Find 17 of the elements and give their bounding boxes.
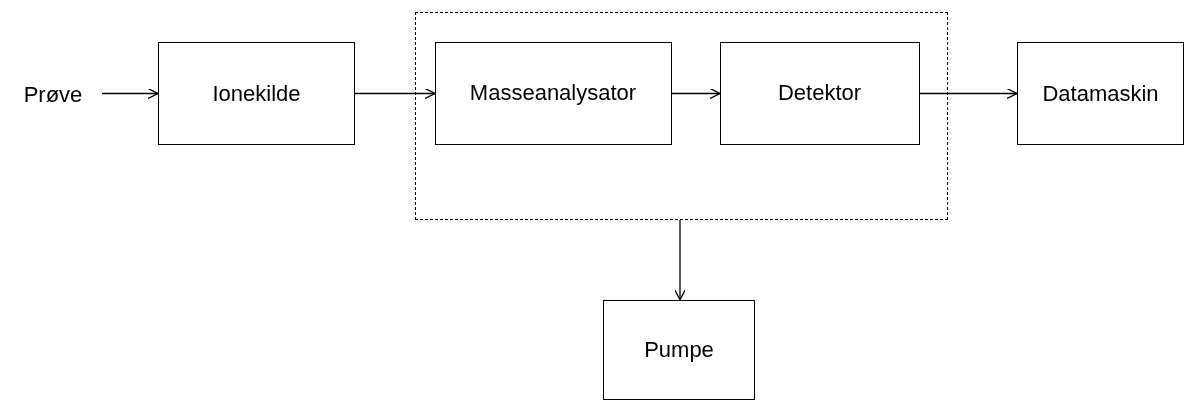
process-box: [603, 300, 755, 400]
arrow: [674, 219, 686, 301]
arrow: [919, 87, 1018, 100]
box-label: Ionekilde: [212, 80, 301, 107]
process-box: [1017, 42, 1184, 145]
arrow: [354, 87, 436, 100]
process-box: [158, 42, 355, 145]
process-box: [719, 41, 920, 145]
box-label: Masseanalysator: [469, 80, 637, 106]
arrow: [101, 87, 159, 100]
box-label: Datamaskin: [1042, 80, 1159, 107]
process-box: [434, 41, 672, 145]
dashed-group-box: [415, 12, 948, 220]
input-label: Prøve: [23, 82, 83, 108]
box-label: Pumpe: [644, 337, 714, 363]
box-label: Detektor: [777, 80, 862, 106]
arrow: [671, 87, 721, 100]
